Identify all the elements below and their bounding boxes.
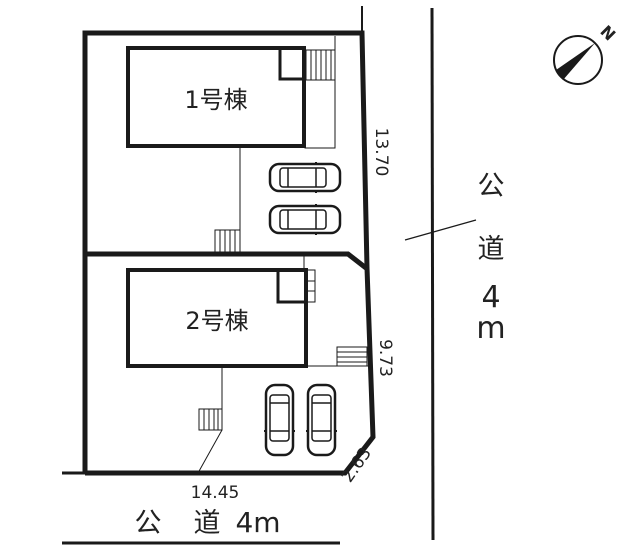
dimension-east-upper: 13.70 bbox=[371, 128, 391, 177]
building-2-label: 2号棟 bbox=[185, 307, 248, 335]
stairs-icon bbox=[305, 49, 336, 81]
dimension-south: 14.45 bbox=[191, 483, 240, 503]
building-1-label: 1号棟 bbox=[184, 86, 247, 114]
car-icon bbox=[268, 160, 342, 195]
lot-2-boundary bbox=[85, 267, 376, 476]
road-east-char-3: 4 bbox=[481, 280, 500, 315]
lot-boundary bbox=[82, 30, 376, 476]
car-icon bbox=[262, 383, 297, 457]
stairs-icon bbox=[305, 269, 316, 303]
building-2: 2号棟 bbox=[126, 256, 368, 474]
building-1: 1号棟 bbox=[126, 36, 336, 253]
road-south-char-3: 4m bbox=[235, 506, 280, 539]
road-south-char-2: 道 bbox=[194, 508, 221, 539]
stairs-icon bbox=[214, 229, 241, 253]
road-east-char-1: 公 bbox=[478, 171, 505, 202]
north-arrow-icon: N bbox=[553, 22, 619, 85]
dimension-corner-cut: 2.63 bbox=[338, 444, 376, 486]
dimension-east-lower: 9.73 bbox=[375, 339, 395, 377]
car-icon bbox=[268, 202, 342, 237]
stairs-icon bbox=[198, 408, 223, 431]
road-width-marker bbox=[404, 219, 477, 241]
road-east-char-4: m bbox=[476, 311, 505, 346]
road-east-edge bbox=[430, 7, 435, 541]
car-icon bbox=[304, 383, 339, 457]
lot-divider bbox=[85, 251, 368, 270]
road-east-char-2: 道 bbox=[478, 234, 505, 265]
road-south-char-1: 公 bbox=[135, 508, 162, 539]
compass-north-letter: N bbox=[596, 22, 619, 45]
stairs-icon bbox=[336, 346, 368, 367]
